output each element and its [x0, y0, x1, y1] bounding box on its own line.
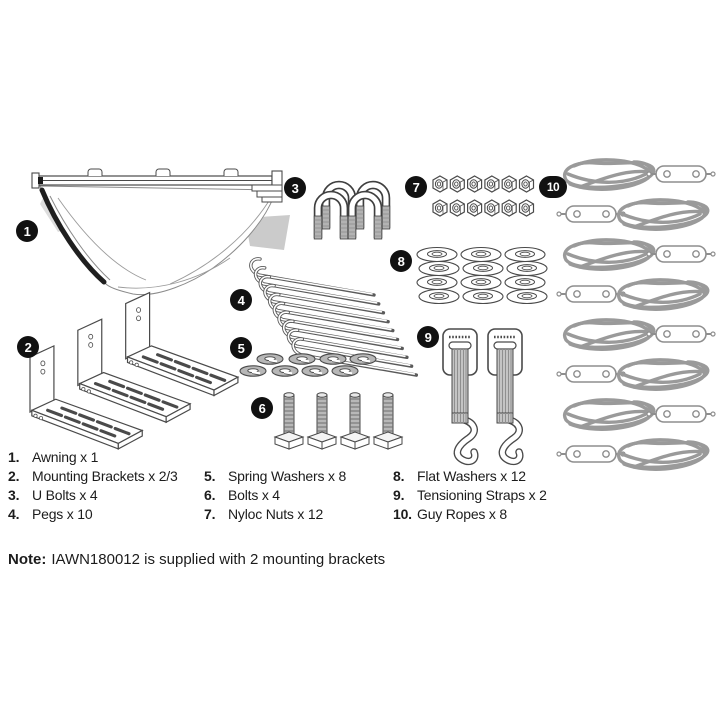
part-number: 6.	[204, 487, 216, 503]
part-label: Pegs x 10	[32, 506, 93, 522]
item-badge-9: 9	[417, 326, 439, 348]
parts-list-item-1: 1. Awning x 1	[8, 448, 178, 467]
part-number: 8.	[393, 468, 405, 484]
parts-list-item-7: 7. Nyloc Nuts x 12	[204, 505, 346, 524]
part-number: 1.	[8, 449, 20, 465]
item-badge-8: 8	[390, 250, 412, 272]
part-label: U Bolts x 4	[32, 487, 98, 503]
item-badge-2: 2	[17, 336, 39, 358]
parts-list-item-8: 8. Flat Washers x 12	[393, 467, 547, 486]
part-number: 4.	[8, 506, 20, 522]
part-number: 7.	[204, 506, 216, 522]
note-text: IAWN180012 is supplied with 2 mounting b…	[51, 551, 386, 568]
parts-list-item-9: 9. Tensioning Straps x 2	[393, 486, 547, 505]
guy-ropes-illustration	[556, 158, 716, 471]
parts-list-item-5: 5. Spring Washers x 8	[204, 467, 346, 486]
nyloc-nuts-illustration	[432, 175, 535, 217]
part-label: Tensioning Straps x 2	[417, 487, 547, 503]
part-label: Awning x 1	[32, 449, 99, 465]
parts-list-item-4: 4. Pegs x 10	[8, 505, 178, 524]
parts-list-column-2: 5. Spring Washers x 8 6. Bolts x 4 7. Ny…	[204, 467, 346, 524]
parts-list-column-1: 1. Awning x 1 2. Mounting Brackets x 2/3…	[8, 448, 178, 524]
part-number: 10.	[393, 506, 412, 522]
note-label: Note:	[8, 551, 47, 568]
mounting-brackets-illustration	[28, 290, 240, 451]
u-bolts-illustration	[314, 185, 390, 239]
part-label: Flat Washers x 12	[417, 468, 526, 484]
part-number: 5.	[204, 468, 216, 484]
part-number: 9.	[393, 487, 405, 503]
item-badge-10: 10	[539, 176, 567, 198]
item-badge-3: 3	[284, 177, 306, 199]
parts-list-item-3: 3. U Bolts x 4	[8, 486, 178, 505]
item-badge-4: 4	[230, 289, 252, 311]
part-number: 3.	[8, 487, 20, 503]
awning-illustration	[31, 168, 290, 296]
parts-list-item-6: 6. Bolts x 4	[204, 486, 346, 505]
item-badge-7: 7	[405, 176, 427, 198]
tensioning-straps-illustration	[443, 329, 522, 461]
supply-note: Note:IAWN180012 is supplied with 2 mount…	[8, 551, 385, 568]
part-label: Mounting Brackets x 2/3	[32, 468, 178, 484]
flat-washers-illustration	[416, 246, 548, 305]
parts-list-column-3: 8. Flat Washers x 12 9. Tensioning Strap…	[393, 467, 547, 524]
item-badge-6: 6	[251, 397, 273, 419]
part-label: Guy Ropes x 8	[417, 506, 507, 522]
bolts-illustration	[274, 392, 403, 450]
part-number: 2.	[8, 468, 20, 484]
parts-list-item-2: 2. Mounting Brackets x 2/3	[8, 467, 178, 486]
item-badge-1: 1	[16, 220, 38, 242]
part-label: Nyloc Nuts x 12	[228, 506, 324, 522]
part-label: Spring Washers x 8	[228, 468, 347, 484]
parts-list-item-10: 10. Guy Ropes x 8	[393, 505, 547, 524]
item-badge-5: 5	[230, 337, 252, 359]
part-label: Bolts x 4	[228, 487, 280, 503]
